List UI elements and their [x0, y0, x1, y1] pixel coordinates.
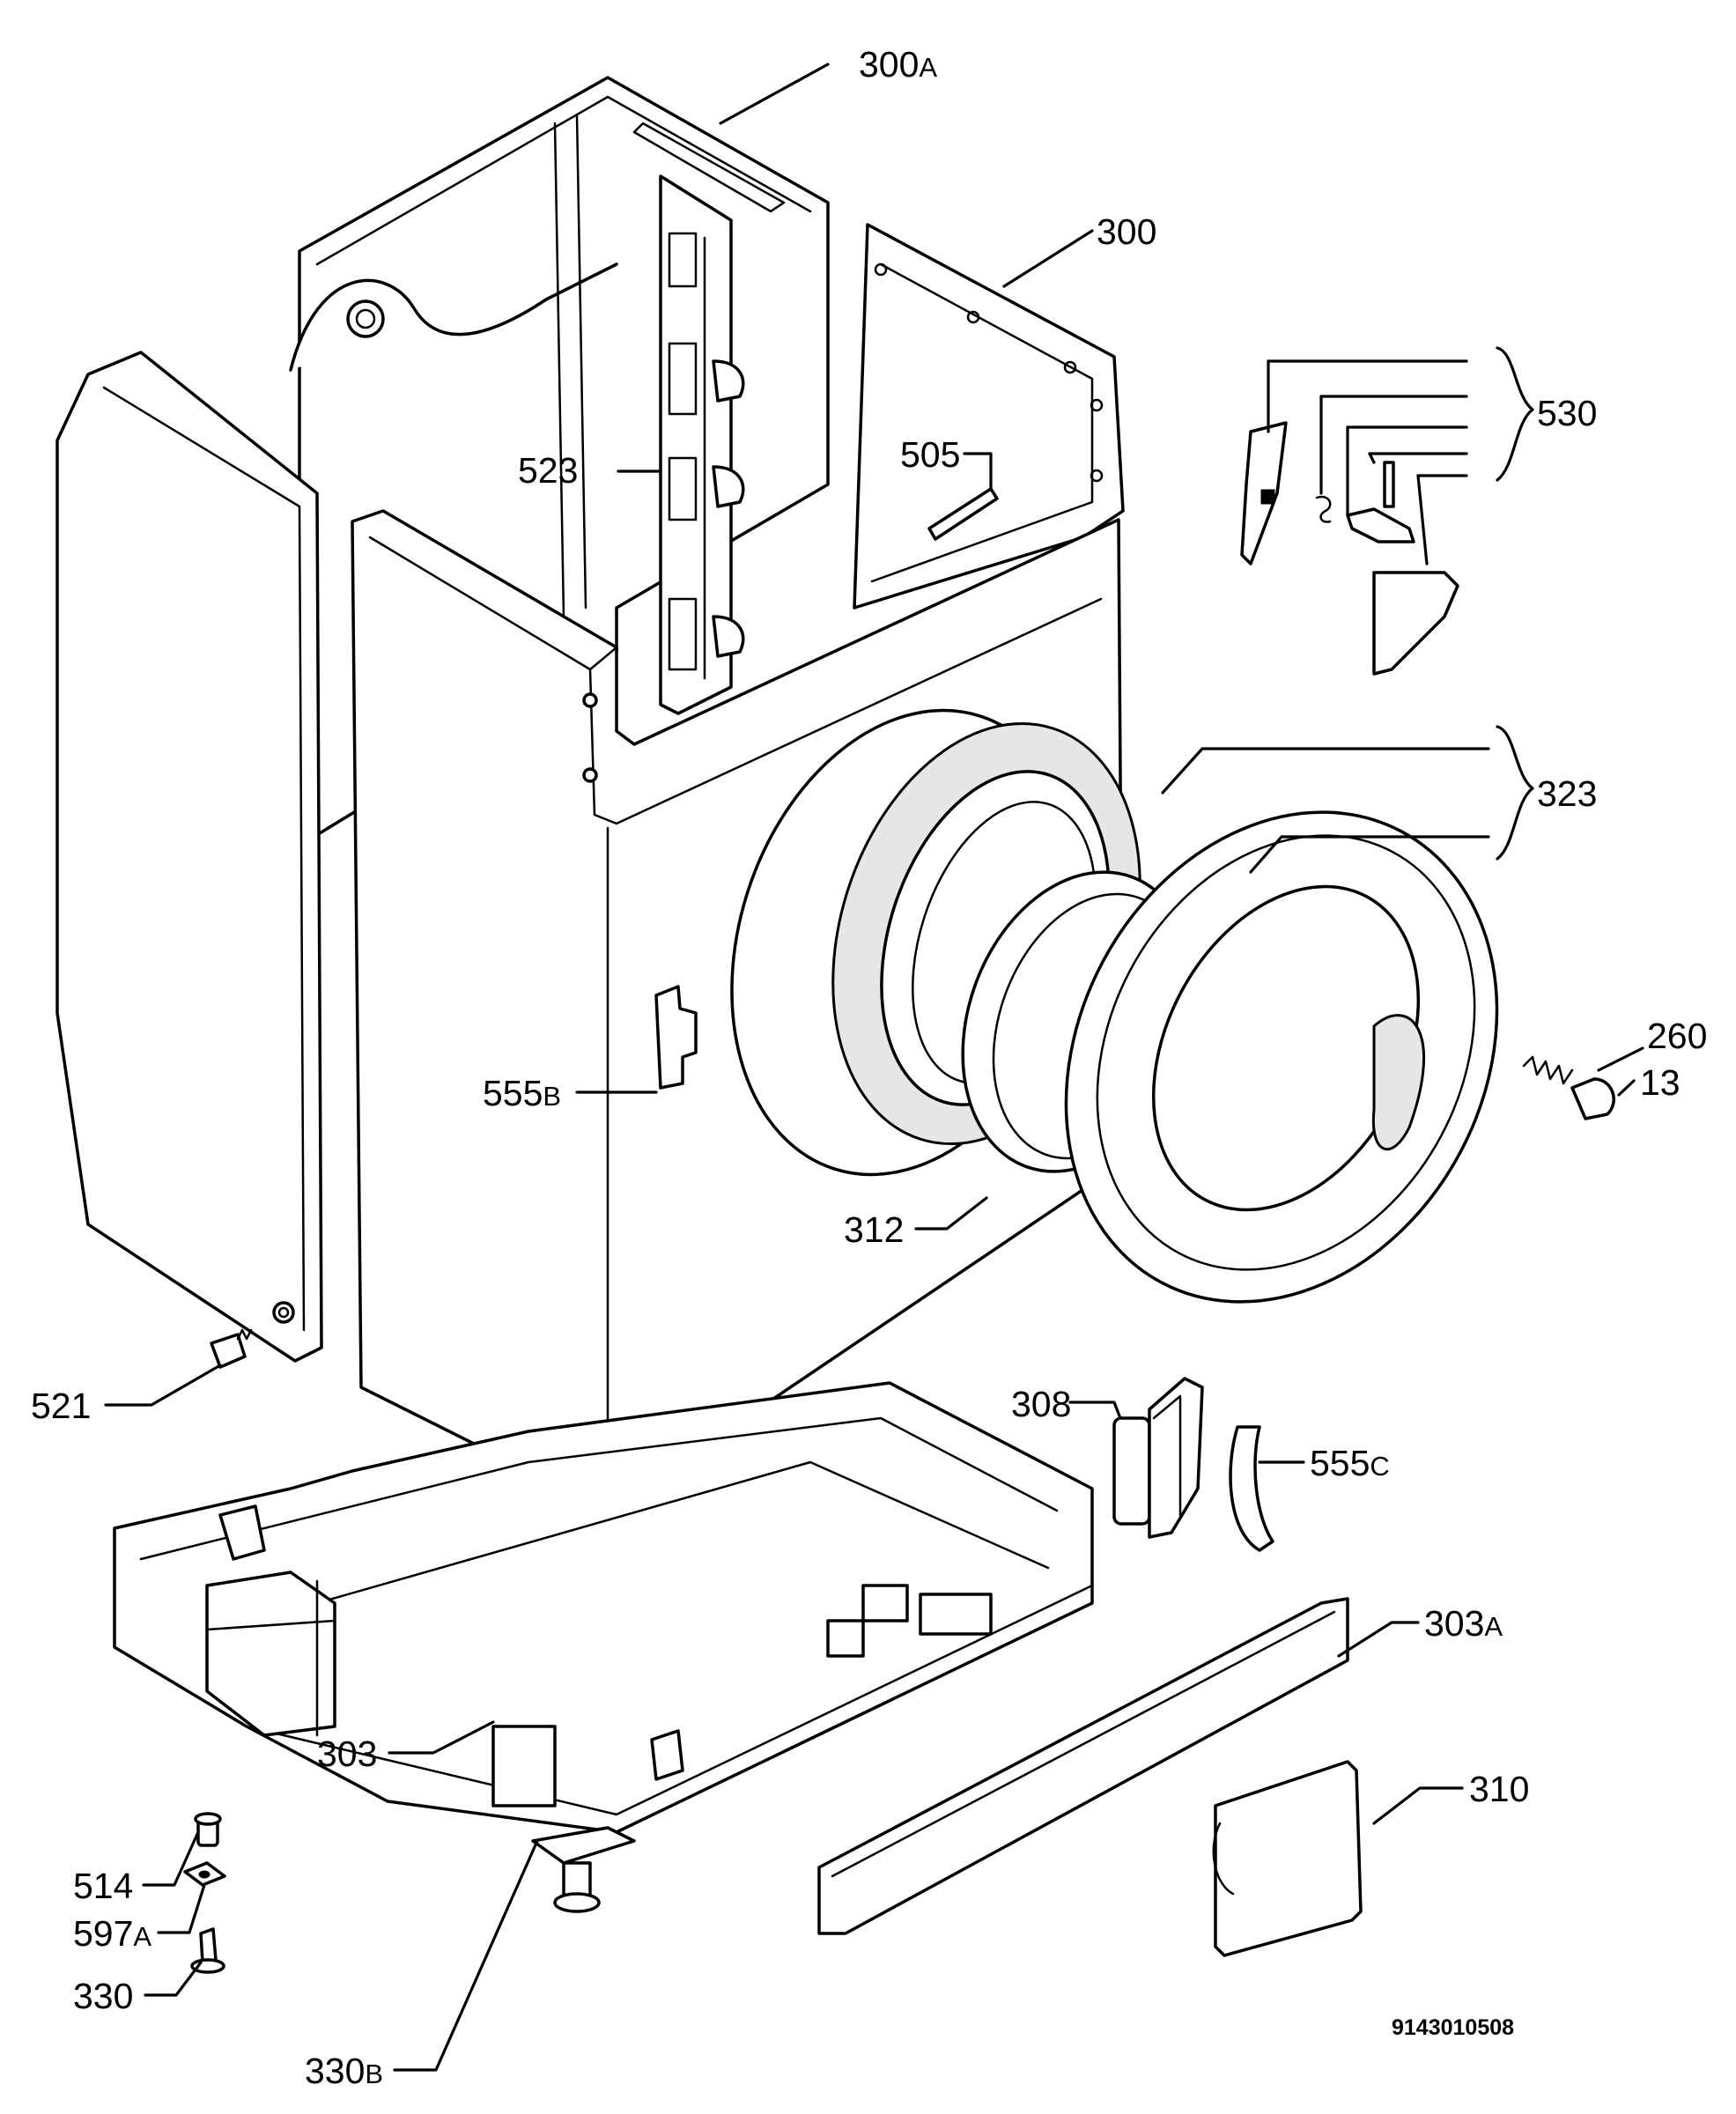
callout-521: 521 [31, 1386, 91, 1426]
door-outer-ring-part [1064, 810, 1499, 1304]
cabinet-left-side-panel [55, 351, 323, 1363]
adjustable-foot-part [531, 1826, 636, 1913]
diagram-number: 9143010508 [1392, 2015, 1514, 2040]
spring-part [1522, 1055, 1574, 1085]
base-frame-part [113, 1381, 1094, 1834]
hinge-cover-part [1229, 1425, 1274, 1552]
callout-555b: 555B [483, 1073, 561, 1113]
callout-555c: 555C [1310, 1443, 1390, 1483]
callout-530: 530 [1537, 393, 1597, 433]
square-nut-part [183, 1861, 226, 1887]
door-lock-parts [1240, 421, 1459, 676]
callout-312: 312 [844, 1209, 904, 1250]
callout-labels: 300A 300 530 523 505 323 260 13 555B 312 521 308 555… [31, 44, 1707, 2091]
callout-308: 308 [1011, 1384, 1071, 1424]
door-hinge-part [1112, 1377, 1204, 1539]
pin-part [927, 487, 999, 541]
callout-300: 300 [1097, 211, 1156, 252]
foot-bolt-part [190, 1927, 225, 1974]
screw-part [210, 1328, 253, 1369]
cap-part [1570, 1077, 1615, 1120]
callout-330: 330 [73, 1976, 133, 2016]
callout-303a: 303A [1424, 1603, 1503, 1644]
callout-300a: 300A [859, 44, 937, 85]
callout-323: 323 [1537, 773, 1597, 814]
centre-rail-part [659, 174, 745, 715]
callout-310: 310 [1469, 1769, 1529, 1809]
leader-lines [104, 63, 1644, 2072]
callout-13: 13 [1640, 1062, 1681, 1103]
callout-523: 523 [518, 450, 578, 491]
callout-514: 514 [73, 1866, 133, 1906]
foot-cap-part [194, 1812, 222, 1847]
kick-plate-part [817, 1597, 1349, 1935]
callout-505: 505 [900, 434, 960, 475]
callout-597a: 597A [73, 1913, 151, 1954]
service-flap-part [1212, 1760, 1363, 1957]
callout-260: 260 [1647, 1016, 1707, 1056]
callout-303: 303 [317, 1733, 377, 1774]
cabinet-right-side-panel [853, 223, 1125, 610]
callout-330b: 330B [305, 2051, 383, 2091]
